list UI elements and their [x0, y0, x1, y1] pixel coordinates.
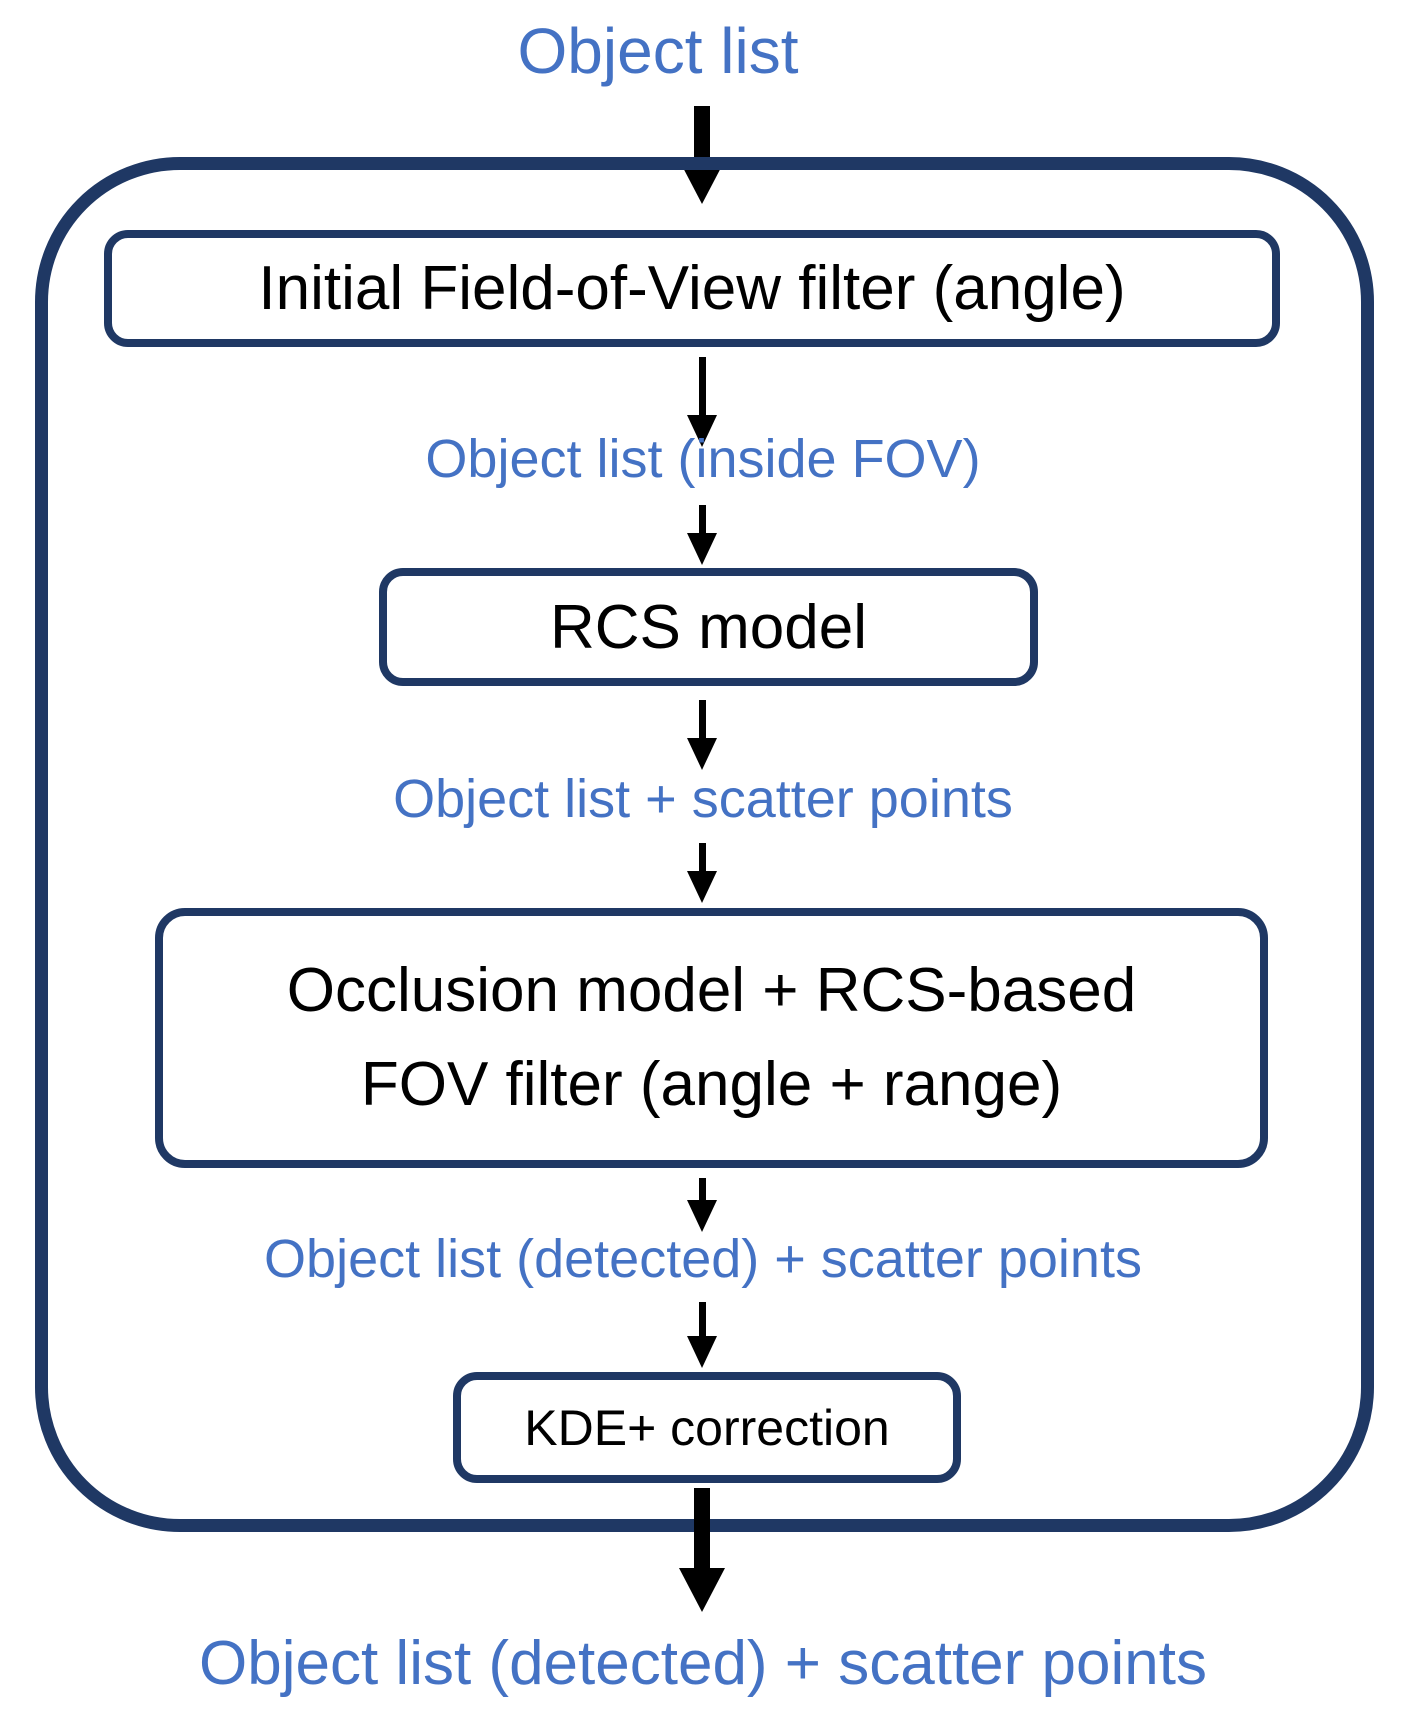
exit-arrow-head — [679, 1568, 725, 1612]
flow-arrow-3-head — [687, 738, 717, 770]
node-occlusion-model-line1: Occlusion model + RCS-based — [286, 955, 1137, 1025]
flow-arrow-6-shaft — [699, 1302, 706, 1338]
input-label: Object list — [517, 15, 799, 87]
flow-arrow-6-head — [687, 1336, 717, 1368]
flow-arrow-5-head — [687, 1200, 717, 1232]
edge-label-scatter-points: Object list + scatter points — [393, 769, 1013, 829]
output-label: Object list (detected) + scatter points — [199, 1629, 1207, 1698]
node-occlusion-model: Occlusion model + RCS-based FOV filter (… — [155, 908, 1268, 1168]
flow-arrow-2-head — [687, 533, 717, 565]
exit-arrow-shaft — [694, 1488, 710, 1570]
node-initial-fov-filter: Initial Field-of-View filter (angle) — [104, 230, 1280, 347]
edge-label-inside-fov: Object list (inside FOV) — [425, 429, 981, 489]
entry-arrow-shaft — [694, 106, 710, 162]
flow-arrow-5-shaft — [699, 1178, 706, 1202]
flow-arrow-4-shaft — [699, 843, 706, 873]
flow-arrow-2-shaft — [699, 505, 706, 535]
flow-arrow-4-head — [687, 871, 717, 903]
node-occlusion-model-line2: FOV filter (angle + range) — [360, 1050, 1063, 1119]
flow-arrow-3-shaft — [699, 700, 706, 740]
node-kde-correction-label: KDE+ correction — [524, 1399, 890, 1456]
node-kde-correction: KDE+ correction — [453, 1372, 961, 1483]
pipeline-container — [35, 157, 1374, 1532]
flow-arrow-1-head — [687, 415, 717, 447]
node-rcs-model: RCS model — [379, 568, 1038, 686]
edge-label-detected-scatter: Object list (detected) + scatter points — [264, 1229, 1142, 1289]
node-rcs-model-label: RCS model — [550, 592, 867, 662]
flow-arrow-1-shaft — [699, 357, 706, 417]
node-initial-fov-filter-label: Initial Field-of-View filter (angle) — [258, 254, 1126, 323]
